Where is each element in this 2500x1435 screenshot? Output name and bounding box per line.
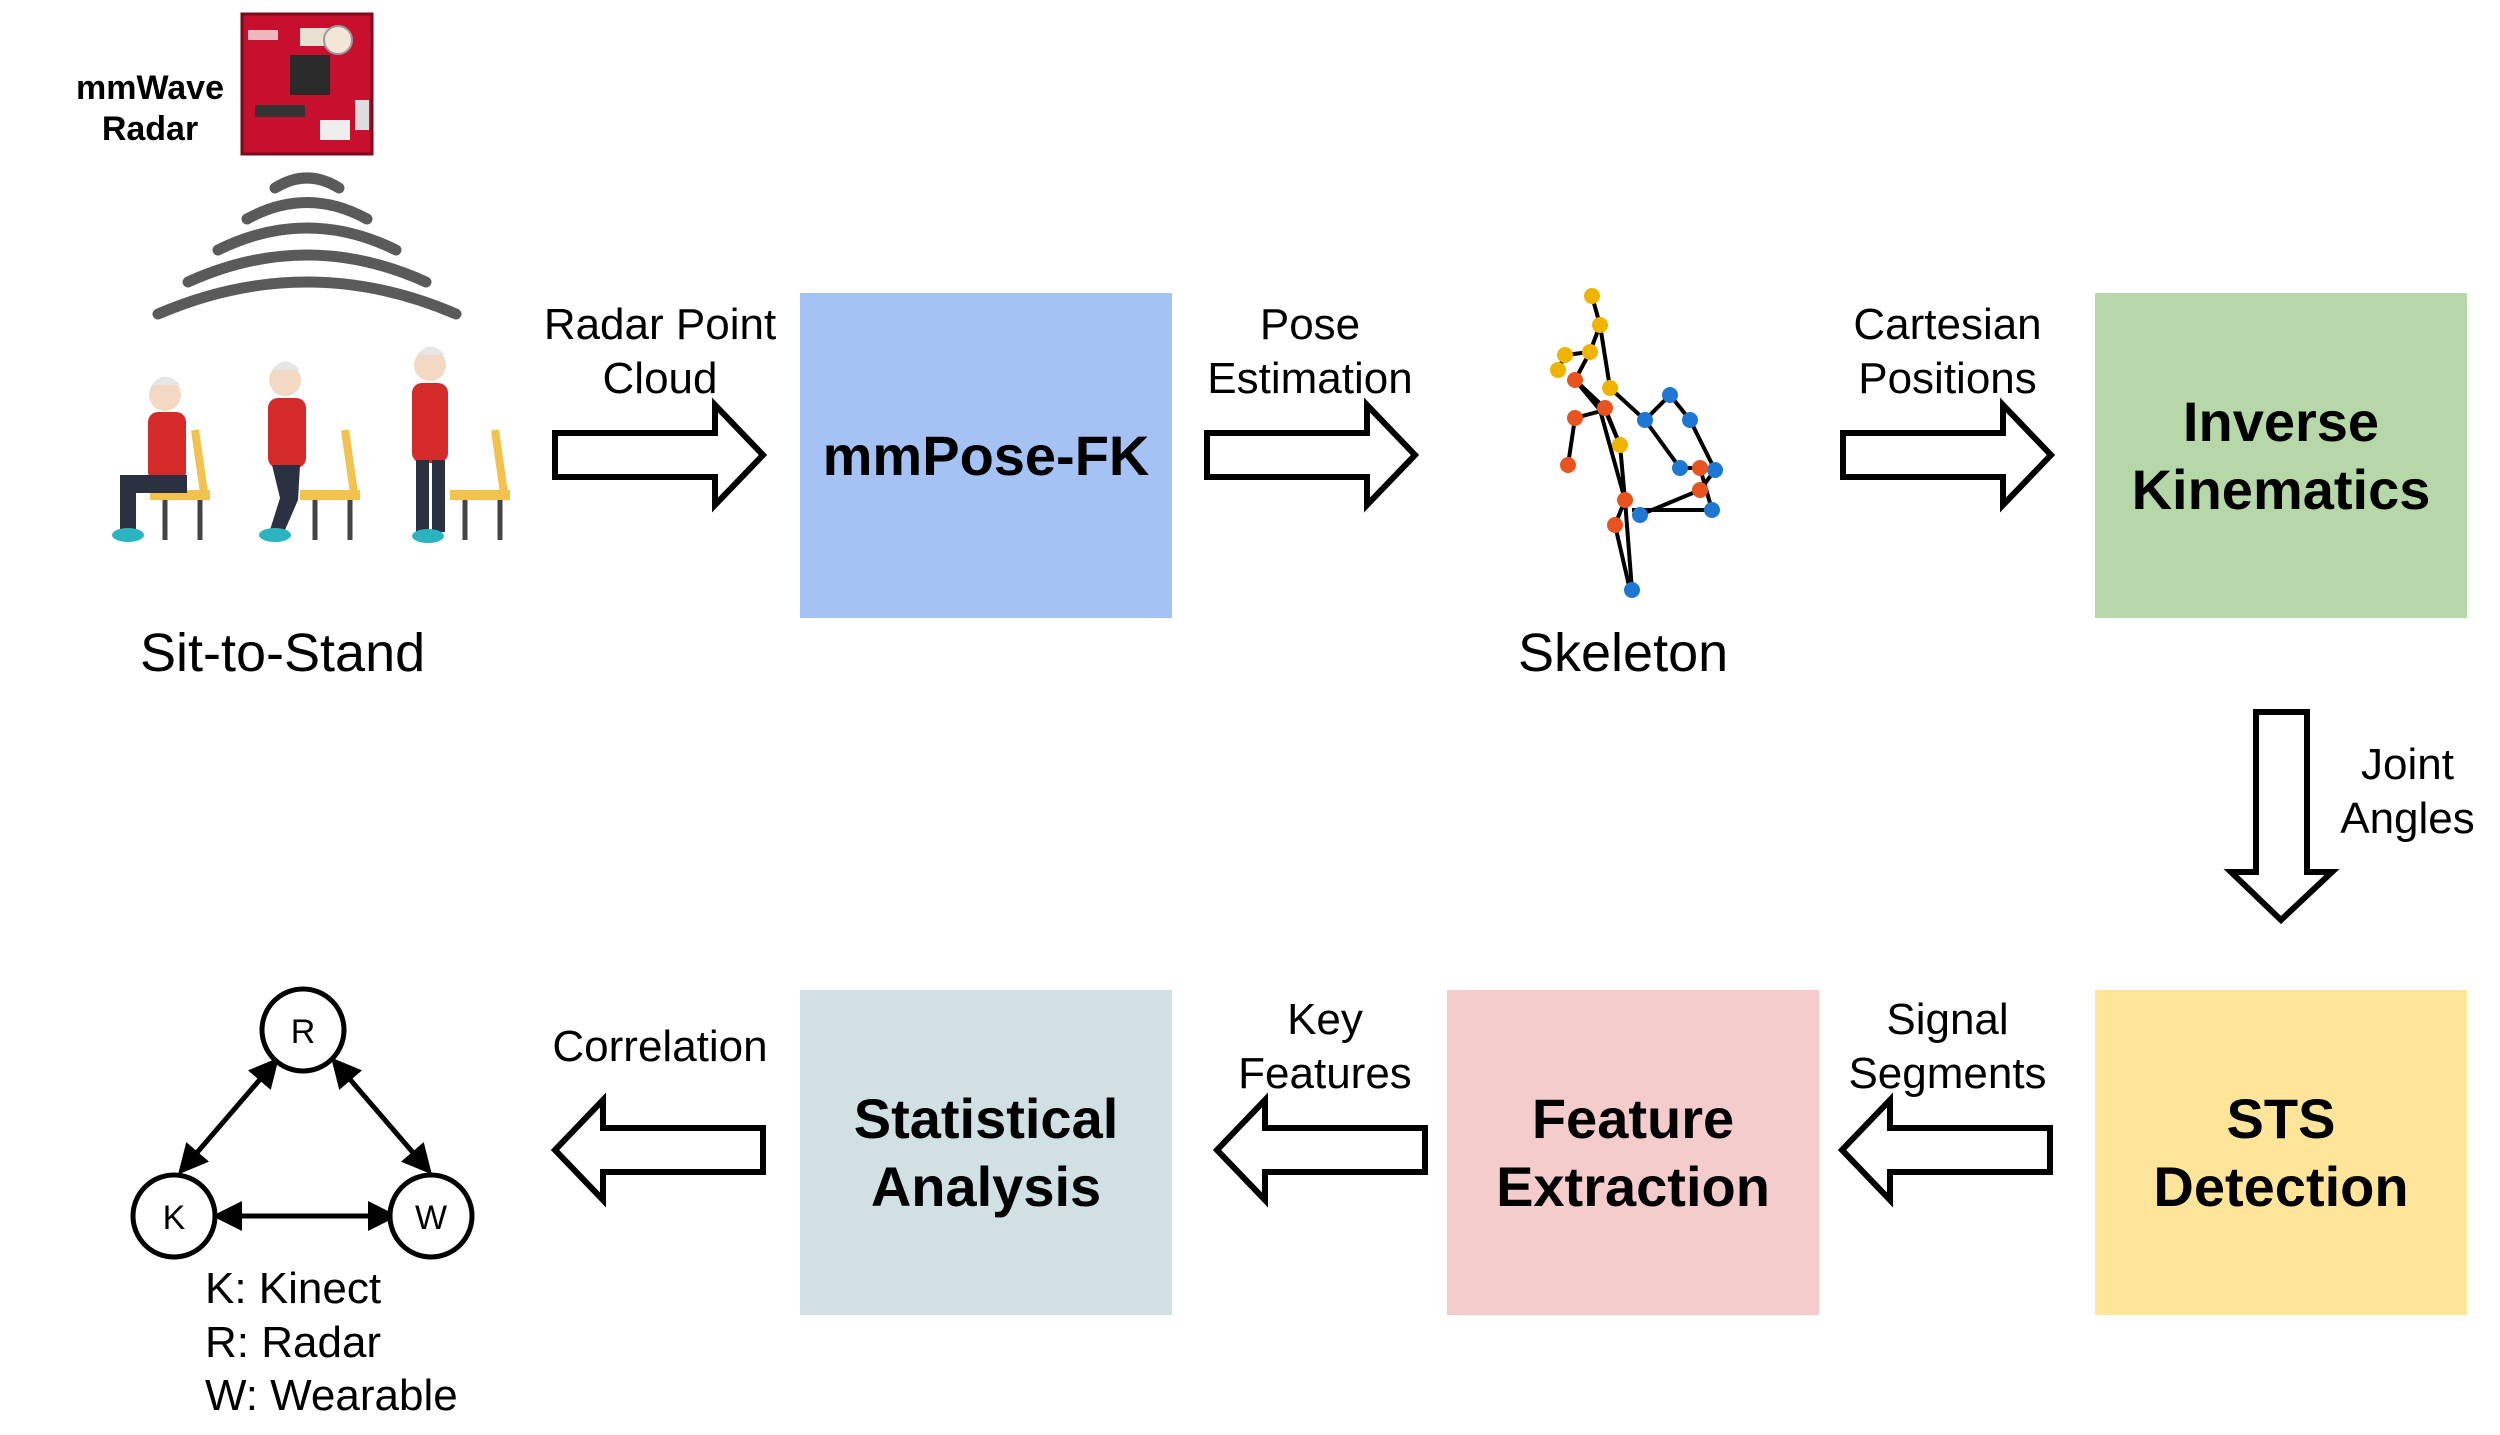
feature-extraction-box: Feature Extraction [1447, 990, 1819, 1315]
person-sitting-icon [112, 376, 210, 542]
mmpose-fk-label: mmPose-FK [822, 423, 1150, 487]
node-r-circle [259, 986, 347, 1074]
edge-r-k [178, 1057, 279, 1175]
radar-board-icon [240, 12, 374, 156]
arrow-ik-to-sts [2223, 709, 2340, 925]
edge-r-w [331, 1057, 432, 1175]
arrow-statistical-to-correlation [550, 1092, 766, 1208]
legend-wearable: W: Wearable [205, 1371, 458, 1421]
statistical-analysis-label: Statistical Analysis [853, 1087, 1119, 1218]
pose-estimation-label: Pose Estimation [1207, 300, 1413, 403]
key-features-label: Key Features [1238, 995, 1412, 1098]
arrow-mmpose-to-skeleton [1204, 397, 1420, 513]
mmpose-fk-box: mmPose-FK [800, 293, 1172, 618]
inverse-kinematics-box: Inverse Kinematics [2095, 293, 2467, 618]
correlation-label: Correlation [552, 1022, 768, 1071]
sts-detection-label: STS Detection [2153, 1087, 2409, 1218]
skeleton-icon [1550, 288, 1723, 598]
arrow-skeleton-to-ik [1840, 397, 2056, 513]
person-standing-icon [412, 346, 510, 543]
node-w-circle [387, 1172, 475, 1260]
correlation-legend: K: Kinect R: Radar W: Wearable [205, 1262, 458, 1423]
radar-waves-icon [152, 172, 462, 320]
correlation-graph: R K W [130, 986, 475, 1260]
signal-segments-label: Signal Segments [1848, 995, 2047, 1098]
statistical-analysis-box: Statistical Analysis [800, 990, 1172, 1315]
skeleton-caption: Skeleton [1518, 623, 1729, 683]
inverse-kinematics-label: Inverse Kinematics [2131, 390, 2431, 521]
radar-point-cloud-label: Radar Point Cloud [543, 300, 777, 403]
legend-kinect: K: Kinect [205, 1264, 382, 1313]
arrow-radar-to-mmpose [552, 397, 768, 513]
sts-detection-box: STS Detection [2095, 990, 2467, 1315]
node-w-label: W [415, 1199, 447, 1237]
cartesian-positions-label: Cartesian Positions [1853, 300, 2042, 403]
legend-radar: R: Radar [205, 1317, 382, 1367]
node-k-label: K [163, 1199, 186, 1237]
arrow-feature-to-statistical [1212, 1092, 1428, 1208]
feature-extraction-label: Feature Extraction [1496, 1087, 1770, 1218]
person-rising-icon [259, 361, 360, 542]
node-k-circle [130, 1172, 218, 1260]
arrow-sts-to-feature [1837, 1092, 2053, 1208]
sit-to-stand-caption: Sit-to-Stand [140, 623, 426, 683]
node-r-label: R [291, 1013, 316, 1051]
joint-angles-label: Joint Angles [2340, 740, 2475, 843]
radar-label: mmWave Radar [75, 69, 225, 148]
